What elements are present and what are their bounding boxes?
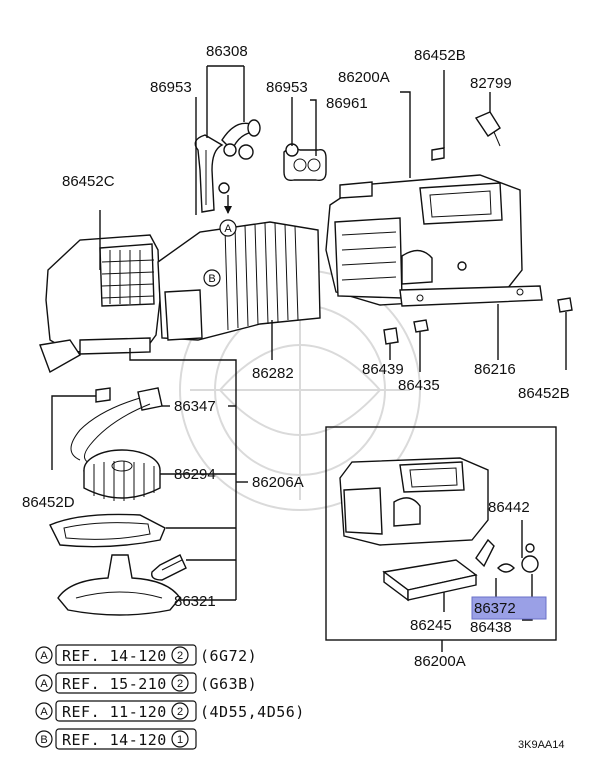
motor-cover-86321 bbox=[57, 554, 181, 616]
ref-text: REF. 14-120 bbox=[62, 647, 167, 665]
bolt-86452B-bottom bbox=[557, 297, 573, 370]
label-82799: 82799 bbox=[470, 75, 512, 92]
resistor-86347 bbox=[137, 387, 170, 411]
diagram-code: 3K9AA14 bbox=[518, 739, 564, 751]
label-86200A-top: 86200A bbox=[338, 69, 390, 86]
ref-num: 2 bbox=[177, 650, 183, 662]
label-86294: 86294 bbox=[174, 466, 216, 483]
reference-row-2: A REF. 15-210 2 (G63B) bbox=[35, 672, 257, 694]
ref-num: 2 bbox=[177, 678, 183, 690]
ref-model: (6G72) bbox=[200, 647, 257, 665]
sensor-82799 bbox=[474, 92, 501, 147]
label-86216: 86216 bbox=[474, 361, 516, 378]
label-86961: 86961 bbox=[326, 95, 368, 112]
ref-marker: A bbox=[40, 678, 48, 690]
ref-num: 1 bbox=[177, 734, 183, 746]
label-86245: 86245 bbox=[410, 617, 452, 634]
ref-text: REF. 11-120 bbox=[62, 703, 167, 721]
reference-row-1: A REF. 14-120 2 (6G72) bbox=[35, 644, 257, 666]
bracket-86961 bbox=[283, 143, 327, 182]
label-86308: 86308 bbox=[206, 43, 248, 60]
label-86452C: 86452C bbox=[62, 173, 115, 190]
clamp-86438 bbox=[475, 538, 539, 573]
label-86452B-bottom: 86452B bbox=[518, 385, 570, 402]
ref-model: (4D55,4D56) bbox=[200, 703, 305, 721]
label-86200A-bottom: 86200A bbox=[414, 653, 466, 670]
heater-core-86245 bbox=[382, 559, 478, 602]
marker-b: B bbox=[203, 269, 221, 287]
label-86452B-top: 86452B bbox=[414, 47, 466, 64]
detail-box bbox=[325, 426, 557, 641]
marker-a: A bbox=[219, 219, 237, 237]
gasket bbox=[49, 513, 166, 548]
label-86347: 86347 bbox=[174, 398, 216, 415]
label-86953-right: 86953 bbox=[266, 79, 308, 96]
heater-unit-detail bbox=[339, 457, 489, 546]
drain-hose bbox=[151, 554, 187, 581]
ref-marker: A bbox=[40, 650, 48, 662]
label-86372: 86372 bbox=[474, 600, 516, 617]
svg-text:B: B bbox=[208, 273, 215, 285]
wiring-harness bbox=[70, 387, 151, 465]
duct-86282 bbox=[157, 221, 321, 341]
heater-hoses bbox=[194, 119, 261, 213]
label-86442: 86442 bbox=[488, 499, 530, 516]
highlight-86372 bbox=[471, 596, 547, 620]
label-86206A: 86206A bbox=[252, 474, 304, 491]
label-86438: 86438 bbox=[470, 619, 512, 636]
label-86439: 86439 bbox=[362, 361, 404, 378]
reference-row-3: A REF. 11-120 2 (4D55,4D56) bbox=[35, 700, 305, 722]
ref-text: REF. 15-210 bbox=[62, 675, 167, 693]
label-86452D: 86452D bbox=[22, 494, 75, 511]
label-86953-left: 86953 bbox=[150, 79, 192, 96]
reference-row-4: B REF. 14-120 1 bbox=[35, 728, 197, 750]
screw-86435 bbox=[413, 319, 429, 372]
label-86282: 86282 bbox=[252, 365, 294, 382]
ref-num: 2 bbox=[177, 706, 183, 718]
label-86435: 86435 bbox=[398, 377, 440, 394]
ref-model: (G63B) bbox=[200, 675, 257, 693]
ref-marker: B bbox=[40, 734, 47, 746]
ref-text: REF. 14-120 bbox=[62, 731, 167, 749]
bolt-86452B-top bbox=[431, 70, 445, 161]
blower-case bbox=[39, 234, 161, 374]
label-86321: 86321 bbox=[174, 593, 216, 610]
ref-marker: A bbox=[40, 706, 48, 718]
clip-86439 bbox=[383, 327, 399, 360]
blower-motor-86294 bbox=[83, 449, 161, 501]
heater-unit-top bbox=[325, 174, 543, 307]
svg-text:A: A bbox=[224, 223, 232, 235]
